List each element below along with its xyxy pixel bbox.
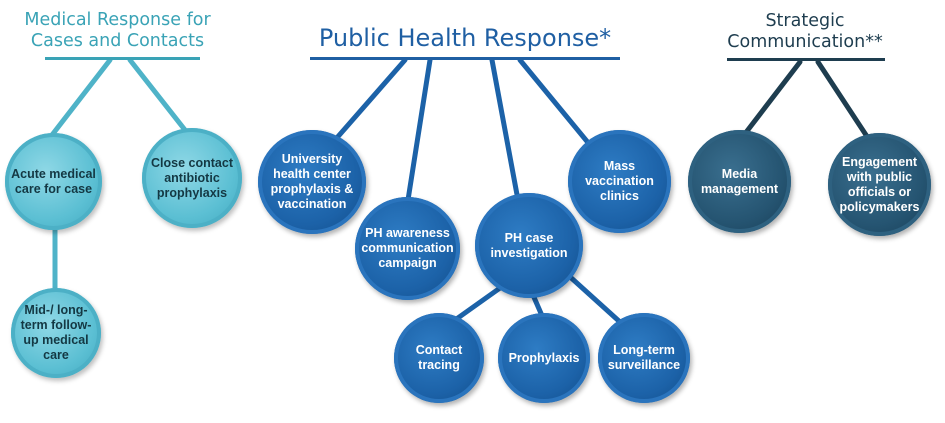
public-health-heading: Public Health Response* [310, 24, 620, 52]
connector-medical-close [127, 57, 188, 133]
node-university-health-center-label: University health center prophylaxis & v… [270, 152, 354, 211]
medical-heading-line2: Cases and Contacts [30, 30, 205, 51]
node-ph-case-investigation-label: PH case investigation [490, 230, 568, 260]
connector-ph-mass [517, 57, 593, 148]
node-engagement-public-officials-label: Engagement with public officials or poli… [839, 154, 920, 214]
node-acute-medical-care-label: Acute medical care for case [11, 166, 96, 196]
node-engagement-public-officials: Engagement with public officials or poli… [828, 133, 931, 236]
connector-strategic-engagement [815, 59, 871, 141]
node-close-contact-prophylaxis: Close contact antibiotic prophylaxis [142, 128, 242, 228]
strategic-communication-heading: Strategic Communication** [715, 11, 895, 52]
medical-response-heading: Medical Response for Cases and Contacts [15, 10, 220, 51]
connector-case-surveillance [565, 272, 623, 325]
medical-heading-line1: Medical Response for [24, 10, 211, 30]
node-contact-tracing: Contact tracing [394, 313, 484, 403]
node-ph-awareness-campaign: PH awareness communication campaign [355, 197, 460, 300]
node-university-health-center: University health center prophylaxis & v… [258, 130, 366, 234]
strategic-heading-line2: Communication** [727, 31, 883, 52]
medical-heading-rule [45, 57, 200, 60]
node-acute-medical-care: Acute medical care for case [5, 133, 102, 230]
connector-medical-acute [49, 57, 113, 138]
node-mass-vaccination-clinics-label: Mass vaccination clinics [585, 159, 654, 203]
node-media-management-label: Media management [700, 166, 779, 196]
strategic-heading-line1: Strategic [765, 11, 845, 31]
connector-ph-awareness [405, 57, 433, 203]
node-midterm-follow-up: Mid-/ long-term follow-up medical care [11, 288, 101, 378]
node-long-term-surveillance-label: Long-term surveillance [607, 343, 681, 372]
node-prophylaxis: Prophylaxis [498, 313, 590, 403]
node-prophylaxis-label: Prophylaxis [508, 350, 580, 365]
node-mass-vaccination-clinics: Mass vaccination clinics [568, 130, 671, 233]
connector-strategic-media [741, 59, 803, 138]
public-health-heading-rule [310, 57, 620, 60]
connector-ph-case [489, 57, 521, 203]
connector-ph-university [332, 57, 408, 143]
node-midterm-follow-up-label: Mid-/ long-term follow-up medical care [20, 303, 92, 362]
node-close-contact-prophylaxis-label: Close contact antibiotic prophylaxis [151, 155, 233, 200]
node-ph-awareness-campaign-label: PH awareness communication campaign [361, 226, 454, 270]
node-media-management: Media management [688, 130, 791, 233]
strategic-heading-rule [727, 58, 885, 61]
node-contact-tracing-label: Contact tracing [415, 343, 463, 372]
node-long-term-surveillance: Long-term surveillance [598, 313, 690, 403]
node-ph-case-investigation: PH case investigation [475, 193, 583, 298]
public-health-heading-text: Public Health Response* [318, 24, 612, 52]
